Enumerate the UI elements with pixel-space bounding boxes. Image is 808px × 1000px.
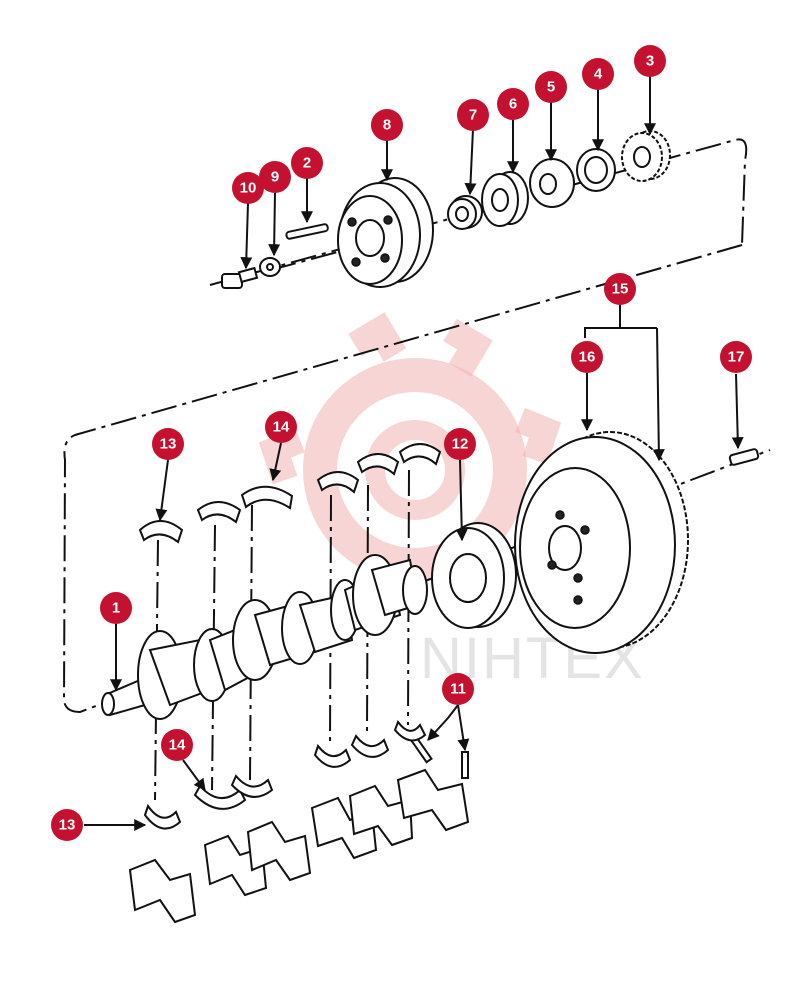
svg-text:11: 11	[450, 681, 466, 698]
lower-bearing-shells	[143, 719, 427, 830]
flywheel-bolt-part	[728, 448, 760, 466]
seal-part	[481, 171, 529, 227]
callout-14-upper[interactable]: 14	[265, 411, 297, 443]
svg-text:8: 8	[383, 117, 391, 134]
callout-13-lower[interactable]: 13	[51, 809, 83, 841]
callout-16[interactable]: 16	[571, 341, 603, 373]
crankshaft-part	[101, 554, 428, 720]
callout-15[interactable]: 15	[604, 273, 636, 305]
callout-7[interactable]: 7	[457, 99, 489, 131]
key-part	[285, 223, 329, 240]
svg-text:17: 17	[728, 349, 745, 366]
svg-text:13: 13	[59, 817, 76, 834]
upper-bearing-shells	[138, 443, 442, 544]
callout-10[interactable]: 10	[232, 172, 264, 204]
spacer-part	[447, 195, 483, 230]
svg-text:14: 14	[273, 419, 290, 436]
callout-4[interactable]: 4	[582, 58, 614, 90]
thrust-washer-part	[529, 158, 575, 208]
svg-text:10: 10	[240, 180, 257, 197]
svg-text:2: 2	[303, 155, 311, 172]
svg-text:9: 9	[271, 169, 279, 186]
svg-text:14: 14	[169, 737, 186, 754]
callout-6[interactable]: 6	[497, 88, 529, 120]
svg-text:13: 13	[160, 436, 177, 453]
callout-12[interactable]: 12	[444, 428, 476, 460]
gear-part	[621, 130, 671, 182]
callout-3[interactable]: 3	[634, 45, 666, 77]
svg-text:12: 12	[452, 436, 469, 453]
callout-2[interactable]: 2	[291, 147, 323, 179]
dowel-pins	[409, 734, 469, 779]
ring-part	[576, 148, 616, 192]
bolt-part	[221, 266, 259, 289]
callout-13-upper[interactable]: 13	[152, 428, 184, 460]
callout-5[interactable]: 5	[535, 71, 567, 103]
callout-14-lower[interactable]: 14	[161, 729, 193, 761]
seal-plate-part	[431, 522, 517, 629]
callout-9[interactable]: 9	[259, 161, 291, 193]
callout-1[interactable]: 1	[100, 592, 132, 624]
svg-text:15: 15	[612, 281, 629, 298]
svg-text:3: 3	[646, 53, 654, 70]
washer-part	[259, 257, 281, 277]
svg-text:7: 7	[469, 107, 477, 124]
pulley-part	[337, 177, 434, 288]
svg-text:6: 6	[509, 96, 517, 113]
callout-8[interactable]: 8	[371, 109, 403, 141]
bearing-caps	[128, 768, 470, 924]
svg-text:1: 1	[112, 600, 120, 617]
svg-text:5: 5	[547, 79, 555, 96]
leader-lines	[84, 76, 744, 831]
callout-17[interactable]: 17	[720, 341, 752, 373]
svg-text:16: 16	[579, 349, 596, 366]
svg-text:4: 4	[594, 66, 603, 83]
flywheel-part	[514, 431, 689, 654]
callout-11[interactable]: 11	[442, 673, 474, 705]
